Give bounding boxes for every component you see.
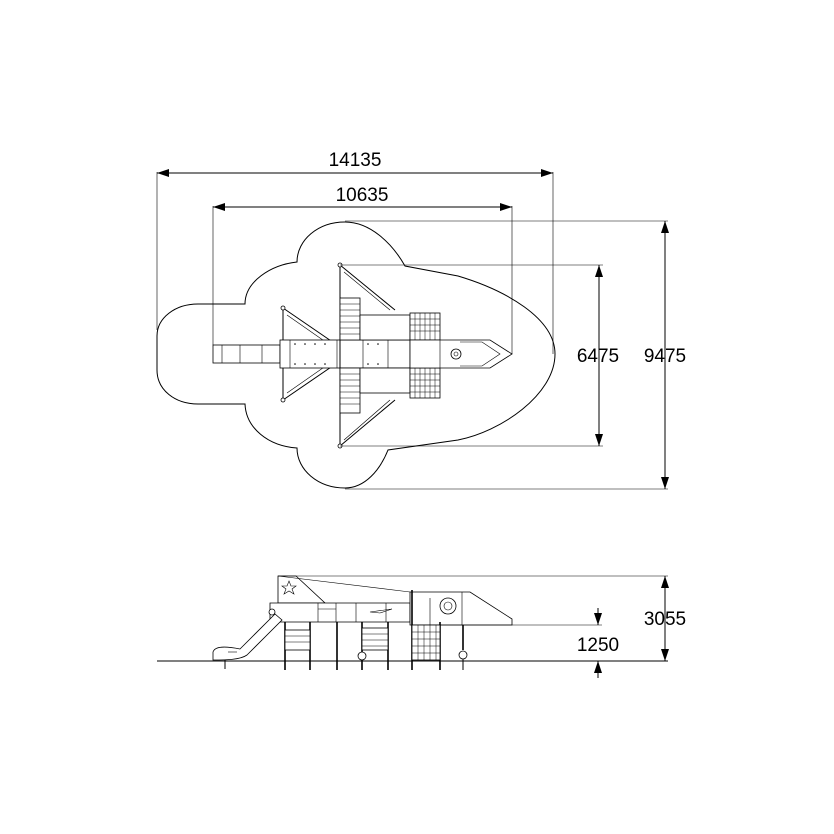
fuselage-side <box>269 602 411 623</box>
stairs-lower <box>339 367 361 414</box>
dim-overall-width: 9475 <box>345 220 686 490</box>
dim-structure-width: 6475 <box>340 264 619 447</box>
structure-plan <box>212 262 513 449</box>
elevation-view: 3055 1250 <box>157 575 686 678</box>
slide-side <box>212 613 283 661</box>
slide-plan <box>212 344 281 364</box>
dim-overall-length: 14135 <box>156 150 554 354</box>
safety-zone-outline <box>156 221 556 489</box>
dim-label-3055: 3055 <box>644 609 686 630</box>
dim-label-1250: 1250 <box>577 635 619 656</box>
main-deck-plan <box>279 339 411 369</box>
front-wheel <box>458 650 468 660</box>
tail-fin <box>277 575 327 604</box>
dim-structure-length: 10635 <box>212 185 513 354</box>
dim-label-6475: 6475 <box>577 346 619 367</box>
dim-label-10635: 10635 <box>336 185 389 206</box>
dim-overall-height: 3055 <box>278 575 686 661</box>
dim-platform-height: 1250 <box>440 608 619 678</box>
net-side <box>411 624 441 661</box>
dim-label-9475: 9475 <box>644 346 686 367</box>
plan-view: 14135 10635 6475 9475 <box>156 150 686 490</box>
cockpit-side <box>409 591 513 626</box>
stairs-upper <box>339 297 361 341</box>
dim-label-14135: 14135 <box>329 150 382 171</box>
